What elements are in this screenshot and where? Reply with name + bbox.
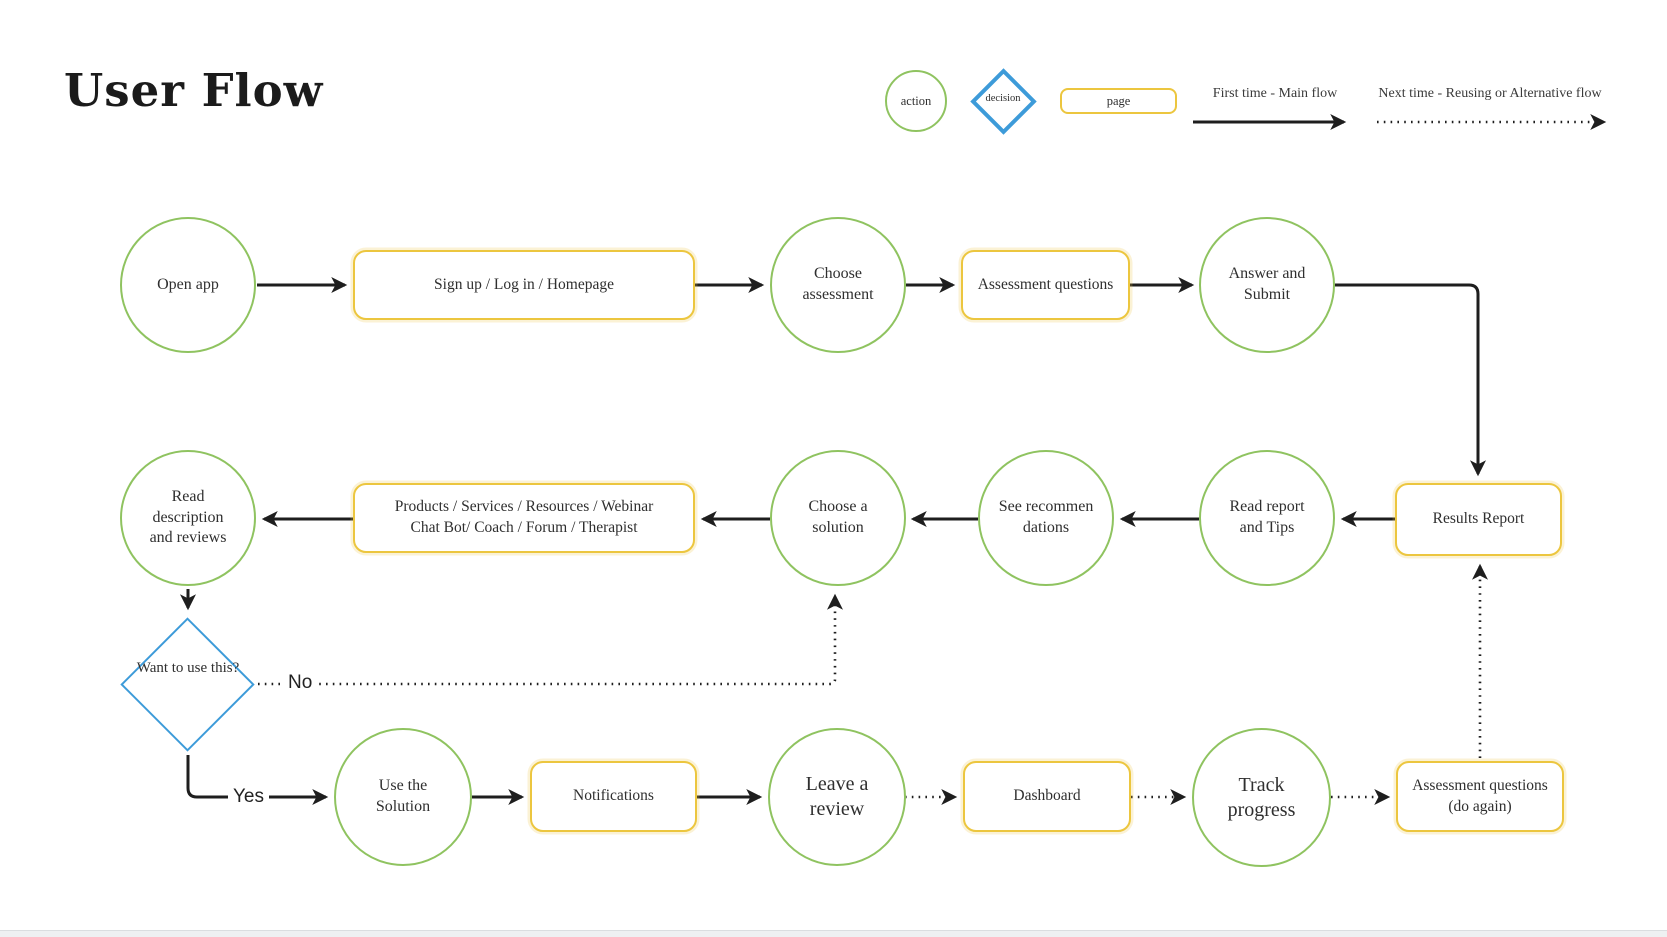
page-title: User Flow [64, 64, 324, 117]
legend-page-shape: page [1060, 88, 1177, 114]
node-see-recommendations[interactable]: See recommendations [978, 450, 1114, 586]
node-read-report-label: Read report and Tips [1229, 498, 1305, 536]
node-assessment-questions-label: Assessment questions [977, 275, 1114, 293]
canvas-bottom-edge [0, 930, 1667, 937]
node-assessment-again[interactable]: Assessment questions (do again) [1396, 761, 1564, 832]
node-track-progress-label: Track progress [1227, 773, 1296, 821]
node-assessment-again-label: Assessment questions (do again) [1412, 776, 1548, 815]
node-dashboard-label: Dashboard [1013, 787, 1081, 805]
node-dashboard[interactable]: Dashboard [963, 761, 1131, 832]
node-products-line2: Chat Bot/ Coach / Forum / Therapist [410, 519, 638, 536]
node-products-label: Products / Services / Resources / Webina… [395, 497, 653, 539]
node-leave-review-label: Leave a review [805, 773, 869, 820]
node-choose-assessment-label: Choose assessment [802, 265, 874, 303]
legend-alt-flow-label: Next time - Reusing or Alternative flow [1378, 86, 1602, 101]
node-read-description-label: Read description and reviews [149, 487, 227, 547]
node-signup-login-homepage[interactable]: Sign up / Log in / Homepage [353, 250, 695, 320]
node-products-line1: Products / Services / Resources / Webina… [394, 498, 654, 516]
node-open-app[interactable]: Open app [120, 217, 256, 353]
node-assessment-questions[interactable]: Assessment questions [961, 250, 1130, 320]
node-use-solution-label: Use the Solution [375, 777, 431, 815]
legend-action-label: action [900, 93, 932, 108]
node-choose-solution[interactable]: Choose a solution [770, 450, 906, 586]
node-answer-submit-label: Answer and Submit [1228, 265, 1306, 303]
node-results-report[interactable]: Results Report [1395, 483, 1562, 556]
node-products-services[interactable]: Products / Services / Resources / Webina… [353, 483, 695, 553]
node-read-description-reviews[interactable]: Read description and reviews [120, 450, 256, 586]
node-results-report-label: Results Report [1432, 510, 1525, 528]
legend-action-shape: action [885, 70, 947, 132]
legend-page-label: page [1106, 93, 1131, 108]
node-want-to-use-label: Want to use this? [136, 660, 240, 676]
node-notifications-label: Notifications [573, 787, 654, 805]
node-open-app-label: Open app [157, 275, 219, 293]
node-leave-review[interactable]: Leave a review [768, 728, 906, 866]
edge-label-yes: Yes [228, 786, 269, 808]
node-read-report-tips[interactable]: Read report and Tips [1199, 450, 1335, 586]
node-answer-submit[interactable]: Answer and Submit [1199, 217, 1335, 353]
node-use-solution[interactable]: Use the Solution [334, 728, 472, 866]
node-want-to-use-decision[interactable] [120, 617, 255, 752]
node-signup-label: Sign up / Log in / Homepage [434, 275, 614, 293]
node-notifications[interactable]: Notifications [530, 761, 697, 832]
node-choose-assessment[interactable]: Choose assessment [770, 217, 906, 353]
edge-answersubmit-resultsreport [1335, 283, 1486, 477]
node-choose-solution-label: Choose a solution [808, 498, 868, 536]
edge-label-no: No [283, 672, 318, 694]
edge-decision-no-choosesolution [258, 593, 843, 686]
node-see-recommendations-label: See recommendations [998, 498, 1094, 536]
legend-decision-label: decision [985, 93, 1021, 104]
legend-main-flow-label: First time - Main flow [1212, 86, 1338, 101]
node-track-progress[interactable]: Track progress [1192, 728, 1331, 867]
